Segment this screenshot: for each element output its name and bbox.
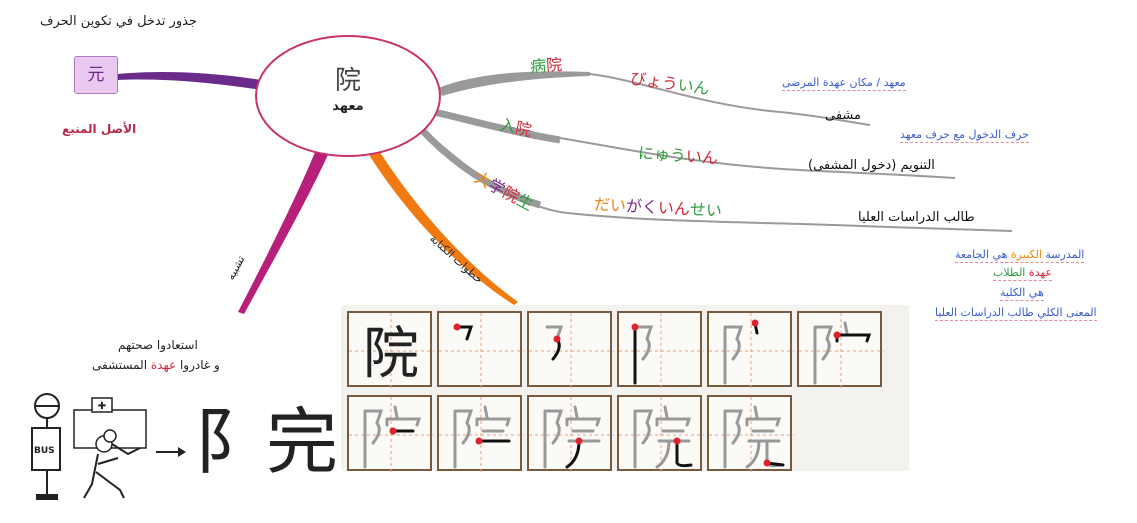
stroke-order-cell (797, 311, 884, 389)
stroke-path (641, 337, 651, 361)
stroke-path (393, 405, 399, 419)
stroke-path (385, 417, 422, 427)
stroke-start-dot (751, 319, 759, 327)
stroke-path (675, 439, 693, 468)
word1-meaning: مشفى (825, 108, 861, 123)
stroke-path (551, 421, 561, 445)
center-meaning: معهد (332, 99, 364, 114)
word1-note: معهد / مكان عهدة المرضى (782, 76, 906, 91)
stroke-path (731, 421, 741, 445)
stroke-path (635, 325, 654, 341)
stroke-path (835, 333, 872, 343)
stroke-start-dot (389, 427, 397, 435)
stroke-order-cell (617, 395, 704, 473)
top-note: جذور تدخل في تكوين الحرف (40, 14, 197, 29)
stroke-path (815, 325, 834, 341)
stroke-order-cell (617, 311, 704, 389)
stroke-path (461, 421, 471, 445)
story-illustration: ✚ (31, 393, 186, 500)
word1-kanji: 病院 (529, 54, 563, 77)
word2-meaning: التنويم (دخول المشفى) (808, 158, 935, 173)
stroke-path (753, 405, 759, 419)
stroke-order-cell (707, 395, 794, 473)
stroke-order-cell (437, 311, 524, 389)
stroke-order-cell (527, 311, 614, 389)
stroke-path (655, 417, 692, 427)
stroke-path (455, 409, 474, 425)
word3-meaning: طالب الدراسات العليا (858, 210, 975, 225)
stroke-start-dot (453, 323, 461, 331)
stroke-order-full-kanji: 院 (363, 322, 419, 387)
grad-note-4: المعنى الكلي طالب الدراسات العليا (935, 306, 1097, 321)
stroke-path (745, 417, 782, 427)
stroke-path (641, 421, 651, 445)
stroke-order-cell (527, 395, 614, 473)
stroke-start-dot (475, 437, 483, 445)
stroke-start-dot (631, 323, 639, 331)
svg-text:✚: ✚ (98, 401, 106, 412)
story-line-2: و غادروا عهدة المستشفى (92, 358, 220, 372)
grad-note-2: عهدة الطلاب (993, 266, 1053, 281)
stroke-path (371, 421, 381, 445)
center-kanji: 院 (334, 66, 361, 96)
word2-note: حرف الدخول مع حرف معهد (900, 128, 1029, 143)
stroke-path (565, 439, 581, 469)
stroke-order-cell (437, 395, 524, 473)
stroke-path (663, 405, 669, 419)
stroke-path (475, 417, 512, 427)
stroke-path (565, 417, 602, 427)
grad-note-1: المدرسة الكبيرة هي الجامعة (955, 248, 1085, 263)
stroke-order-grid: 院 (341, 305, 909, 473)
center-node: 院 معهد (300, 60, 396, 114)
grad-note-3: هي الكلية (1000, 286, 1044, 301)
stroke-path (455, 325, 474, 341)
stroke-path (483, 405, 489, 419)
stroke-start-dot (553, 335, 561, 343)
stroke-order-cell (707, 311, 794, 389)
stroke-path (635, 409, 654, 425)
origin-kanji: 元 (87, 65, 105, 85)
origin-label: الأصل المنبع (62, 122, 137, 136)
stroke-path (843, 321, 849, 335)
stroke-path (821, 337, 831, 361)
story-line-1: استعادوا صحتهم (118, 338, 198, 352)
stroke-start-dot (833, 331, 841, 339)
stroke-path (365, 409, 384, 425)
stroke-path (655, 439, 671, 469)
story-result-kanji: 阝完 (194, 400, 339, 484)
origin-kanji-box: 元 (74, 56, 118, 94)
stroke-path (573, 405, 579, 419)
stroke-start-dot (673, 437, 681, 445)
stroke-path (545, 409, 564, 425)
stroke-path (545, 325, 564, 341)
stroke-path (725, 409, 744, 425)
stroke-path (731, 337, 741, 361)
stroke-path (745, 439, 761, 469)
stroke-order-cell: 院 (347, 311, 434, 389)
stroke-path (725, 325, 744, 341)
stroke-start-dot (575, 437, 583, 445)
stroke-order-cell (347, 395, 434, 473)
stroke-start-dot (763, 459, 771, 467)
story-bus-sign: BUS (34, 446, 55, 456)
